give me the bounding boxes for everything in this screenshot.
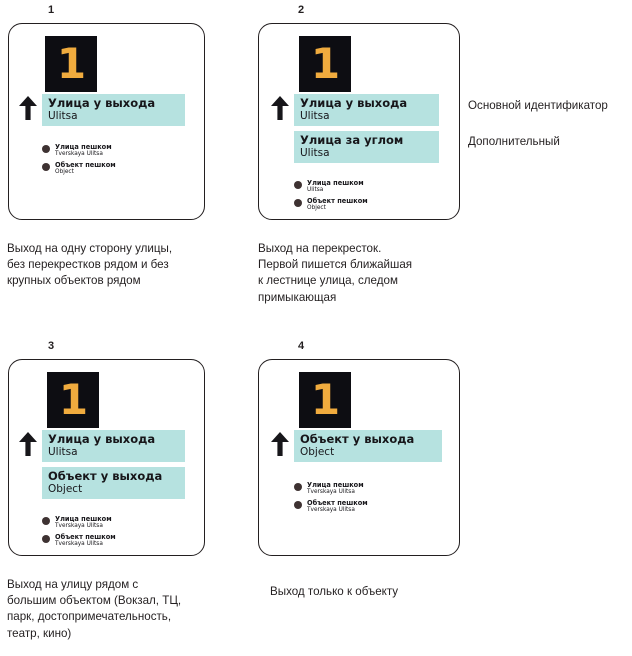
- list-item: Улица пешком Ulitsa: [294, 179, 449, 194]
- exit-number-value: 1: [310, 375, 340, 424]
- example-caption-2: Выход на перекресток. Первой пишется бли…: [258, 242, 413, 304]
- bullet-ru: Улица пешком: [55, 515, 112, 523]
- list-item: Улица пешком Tverskaya Ulitsa: [42, 143, 192, 158]
- bullet-dot-icon: [42, 534, 50, 543]
- identifier-ru: Объект у выхода: [48, 468, 163, 483]
- bullet-ru: Объект пешком: [55, 160, 116, 169]
- bullet-en: Tverskaya Ulitsa: [55, 541, 103, 548]
- bullet-ru: Объект пешком: [307, 498, 368, 507]
- identifier-en: Object: [300, 445, 335, 458]
- list-item: Объект пешком Object: [294, 196, 449, 212]
- up-arrow-icon: [19, 96, 37, 120]
- identifier-en: Ulitsa: [300, 146, 330, 159]
- list-item: Улица пешком Tverskaya Ulitsa: [294, 481, 449, 496]
- bullet-ru: Улица пешком: [307, 179, 364, 187]
- list-item: Объект пешком Tverskaya Ulitsa: [294, 498, 449, 514]
- primary-identifier-bars: Улица у выхода Ulitsa Объект у выхода Ob…: [42, 430, 195, 499]
- example-number-1: 1: [48, 4, 55, 16]
- identifier-ru: Объект у выхода: [300, 432, 415, 446]
- secondary-list: Улица пешком Ulitsa Объект пешком Object: [294, 179, 449, 212]
- sign-primary-block: Улица у выхода Ulitsa: [17, 94, 191, 126]
- bullet-en: Tverskaya Ulitsa: [307, 507, 355, 514]
- bullet-en: Tverskaya Ulitsa: [55, 523, 103, 530]
- sign-example-2: 2 1 Улица у выхода Ulitsa Улица за углом…: [258, 4, 460, 220]
- sign-example-1: 1 1 Улица у выхода Ulitsa: [8, 4, 205, 220]
- exit-number-badge: 1: [299, 36, 351, 92]
- sign-primary-block: Объект у выхода Object: [269, 430, 451, 462]
- bullet-ru: Объект пешком: [307, 196, 368, 205]
- example-number-2: 2: [298, 4, 305, 16]
- up-arrow-icon: [19, 432, 37, 456]
- identifier-ru: Улица у выхода: [48, 432, 156, 446]
- bullet-dot-icon: [294, 198, 302, 207]
- sign-card-4: 1 Объект у выхода Object Улица пеш: [258, 359, 460, 556]
- primary-identifier-bars: Улица у выхода Ulitsa Улица за углом Uli…: [294, 94, 449, 163]
- bullet-en: Tverskaya Ulitsa: [307, 489, 355, 496]
- exit-number-badge: 1: [47, 372, 99, 428]
- example-caption-1: Выход на одну сторону улицы, без перекре…: [7, 242, 173, 288]
- example-caption-3: Выход на улицу рядом с большим объектом …: [7, 578, 182, 640]
- primary-identifier-bars: Объект у выхода Object: [294, 430, 451, 462]
- exit-number-value: 1: [310, 39, 340, 88]
- bullet-dot-icon: [294, 500, 302, 509]
- identifier-bar: Улица у выхода Ulitsa: [42, 430, 185, 462]
- example-number-4: 4: [298, 340, 305, 352]
- exit-number-badge: 1: [45, 36, 97, 92]
- identifier-en: Ulitsa: [300, 109, 330, 122]
- primary-identifier-bars: Улица у выхода Ulitsa: [42, 94, 191, 126]
- sign-card-1: 1 Улица у выхода Ulitsa Улица пешк: [8, 23, 205, 220]
- sign-card-3: 1 Улица у выхода Ulitsa Объект у выхода …: [8, 359, 205, 556]
- list-item: Объект пешком Tverskaya Ulitsa: [42, 532, 194, 548]
- up-arrow-icon: [271, 96, 289, 120]
- up-arrow-icon: [271, 432, 289, 456]
- identifier-ru: Улица у выхода: [300, 96, 408, 110]
- sign-card-2: 1 Улица у выхода Ulitsa Улица за углом U…: [258, 23, 460, 220]
- identifier-bar: Улица у выхода Ulitsa: [42, 94, 185, 126]
- bullet-en: Object: [307, 205, 326, 212]
- exit-number-value: 1: [56, 39, 86, 88]
- secondary-list: Улица пешком Tverskaya Ulitsa Объект пеш…: [294, 481, 449, 514]
- identifier-en: Ulitsa: [48, 109, 78, 122]
- bullet-ru: Объект пешком: [55, 532, 116, 541]
- bullet-en: Tverskaya Ulitsa: [55, 151, 103, 158]
- identifier-ru: Улица у выхода: [48, 96, 156, 110]
- sign-example-3: 3 1 Улица у выхода Ulitsa Объект у выход…: [8, 340, 205, 556]
- bullet-dot-icon: [42, 145, 50, 153]
- list-item: Объект пешком Object: [42, 160, 192, 176]
- bullet-en: Ulitsa: [307, 187, 324, 194]
- identifier-en: Object: [48, 482, 83, 495]
- identifier-ru: Улица за углом: [300, 132, 404, 147]
- example-number-3: 3: [48, 340, 55, 352]
- identifier-bar: Объект у выхода Object: [294, 430, 442, 462]
- sign-example-4: 4 1 Объект у выхода Object: [258, 340, 460, 556]
- bullet-en: Object: [55, 169, 74, 176]
- bullet-dot-icon: [42, 517, 50, 525]
- list-item: Улица пешком Tverskaya Ulitsa: [42, 515, 194, 530]
- secondary-list: Улица пешком Tverskaya Ulitsa Объект пеш…: [42, 143, 192, 176]
- exit-number-badge: 1: [299, 372, 351, 428]
- secondary-list: Улица пешком Tverskaya Ulitsa Объект пеш…: [42, 515, 194, 548]
- sign-primary-block: Улица у выхода Ulitsa Объект у выхода Ob…: [17, 430, 195, 499]
- sign-primary-block: Улица у выхода Ulitsa Улица за углом Uli…: [269, 94, 449, 163]
- example-caption-4: Выход только к объекту: [270, 585, 399, 598]
- identifier-bar: Улица у выхода Ulitsa: [294, 94, 439, 126]
- bullet-ru: Улица пешком: [307, 481, 364, 489]
- legend-primary-identifier: Основной идентификатор: [468, 99, 608, 112]
- identifier-bar: Улица за углом Ulitsa: [294, 130, 439, 163]
- legend-secondary-identifier: Дополнительный: [468, 135, 560, 148]
- bullet-ru: Улица пешком: [55, 143, 112, 151]
- bullet-dot-icon: [42, 162, 50, 171]
- bullet-dot-icon: [294, 483, 302, 491]
- identifier-bar: Объект у выхода Object: [42, 466, 185, 499]
- identifier-en: Ulitsa: [48, 445, 78, 458]
- exit-number-value: 1: [58, 375, 88, 424]
- bullet-dot-icon: [294, 181, 302, 189]
